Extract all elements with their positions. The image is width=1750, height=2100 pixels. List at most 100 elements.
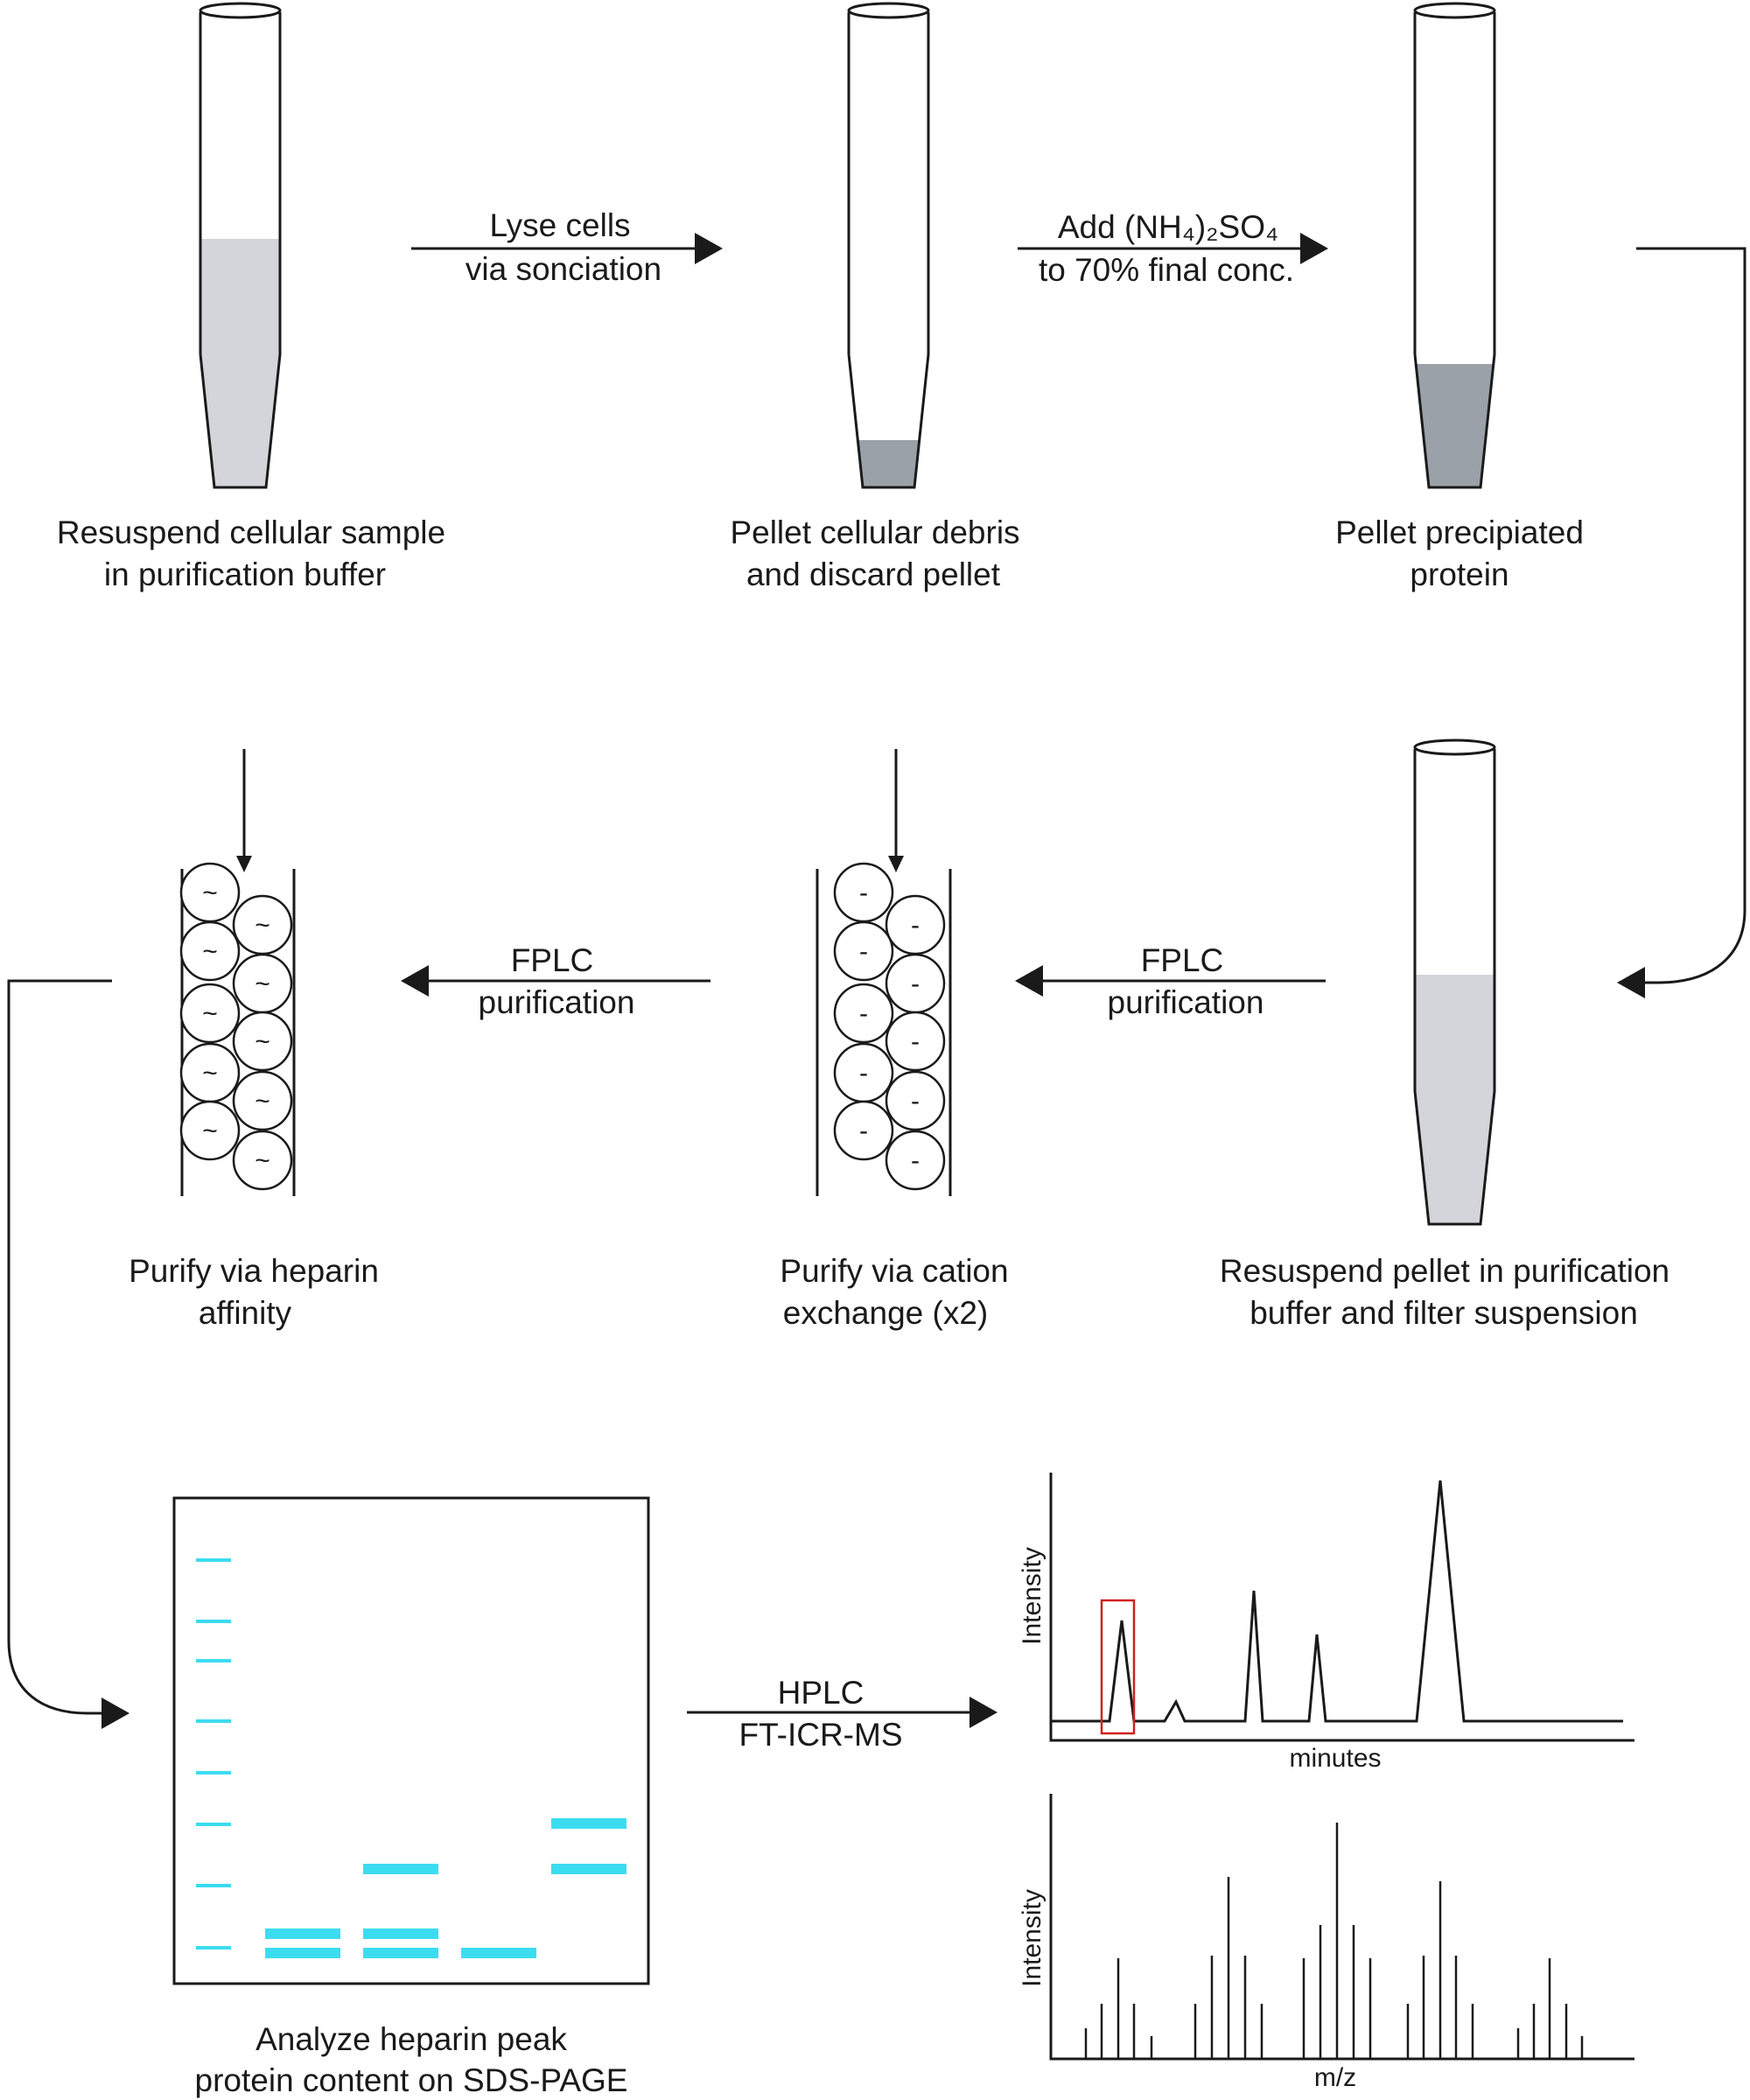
arrow-fplc-2: FPLC purification: [401, 942, 710, 1020]
tube-step1: [199, 2, 282, 489]
arrow-lyse: Lyse cells via sonciation: [411, 207, 723, 287]
bead-charge-symbol: ~: [202, 1116, 218, 1145]
sds-page-gel: [172, 1496, 650, 1985]
resin-bead: [833, 1100, 894, 1161]
resin-bead: [232, 1011, 293, 1072]
sample-band: [551, 1864, 626, 1874]
tube-outline: [847, 12, 930, 489]
mass-spectrum-plot: Intensity m/z: [1018, 1794, 1634, 2092]
ladder-band: [196, 1558, 231, 1562]
arrow-hplc: HPLC FT-ICR-MS: [687, 1675, 998, 1753]
bead-charge-symbol: ~: [202, 878, 218, 907]
caption-step4-line1: Resuspend pellet in purification: [1220, 1253, 1670, 1289]
spectrum-x-label: m/z: [1314, 2063, 1356, 2092]
caption-step3-line2: protein: [1410, 556, 1508, 592]
bead-charge-symbol: ~: [202, 937, 218, 966]
resin-bead: [232, 1130, 293, 1191]
resin-bead: [179, 983, 241, 1044]
highlighted-peak-box: [1100, 1599, 1136, 1735]
cation-beads: ----------: [833, 862, 946, 1191]
ladder-band: [196, 1659, 231, 1662]
ladder-band: [196, 1719, 231, 1723]
arrow-ammonium-label-2: to 70% final conc.: [1039, 252, 1294, 288]
bead-charge-symbol: -: [859, 878, 868, 907]
tube-rim: [1413, 738, 1496, 756]
bead-charge-symbol: ~: [255, 970, 270, 998]
arrow-fplc-2-label-1: FPLC: [511, 942, 594, 978]
sample-band: [461, 1948, 536, 1958]
resin-bead: [833, 983, 894, 1044]
caption-step1-line2: in purification buffer: [104, 556, 386, 592]
ladder-band: [196, 1823, 231, 1826]
bead-charge-symbol: ~: [255, 1027, 270, 1056]
sample-band: [363, 1864, 438, 1874]
arrow-lyse-label-1: Lyse cells: [489, 207, 630, 243]
bead-charge-symbol: -: [911, 970, 920, 998]
tube-outline: [1413, 12, 1496, 489]
connector-row2-to-row3: [7, 979, 130, 1729]
sample-band: [551, 1818, 626, 1829]
sample-band: [265, 1928, 340, 1939]
tube-step2: [847, 2, 930, 489]
tube-rim: [847, 2, 930, 19]
chromatogram-axes: [1049, 1473, 1634, 1742]
ladder-band: [196, 1884, 231, 1887]
caption-step7-line2: protein content on SDS-PAGE: [195, 2062, 628, 2098]
bead-charge-symbol: ~: [255, 1146, 270, 1175]
arrow-lyse-label-2: via sonciation: [466, 251, 662, 287]
tube-rim: [1413, 2, 1496, 19]
heparin-affinity-column: ~~~~~~~~~~: [179, 749, 296, 1196]
resin-bead: [885, 1070, 946, 1131]
bead-charge-symbol: -: [911, 911, 920, 940]
gel-frame: [172, 1496, 650, 1985]
sample-band: [363, 1948, 438, 1958]
resin-bead: [232, 1070, 293, 1131]
caption-step6-line1: Purify via heparin: [129, 1253, 379, 1289]
resin-bead: [179, 920, 241, 982]
tube-pellet: [849, 440, 928, 487]
connector-row1-to-row2: [1617, 247, 1746, 998]
gel-bands: [196, 1558, 626, 1958]
resin-bead: [885, 1130, 946, 1191]
bead-charge-symbol: ~: [202, 999, 218, 1028]
bead-charge-symbol: -: [911, 1027, 920, 1056]
caption-step5-line2: exchange (x2): [783, 1295, 988, 1331]
caption-step2-line2: and discard pellet: [746, 556, 1001, 592]
bead-charge-symbol: -: [859, 937, 868, 966]
arrow-fplc-1-label-1: FPLC: [1141, 942, 1224, 978]
spectrum-peaks: [1084, 1823, 1584, 2059]
caption-step2-line1: Pellet cellular debris: [730, 514, 1019, 550]
caption-step4-line2: buffer and filter suspension: [1250, 1295, 1638, 1331]
chromatogram-plot: Intensity minutes: [1018, 1473, 1634, 1773]
caption-step5-line1: Purify via cation: [780, 1253, 1008, 1289]
arrow-hplc-label-1: HPLC: [778, 1675, 864, 1711]
caption-step1-line1: Resuspend cellular sample: [57, 514, 445, 550]
tube-outline: [199, 12, 282, 489]
cation-exchange-column: ----------: [816, 749, 952, 1196]
arrow-fplc-1: FPLC purification: [1015, 942, 1326, 1020]
bead-charge-symbol: ~: [255, 1087, 270, 1116]
bead-charge-symbol: -: [859, 1116, 868, 1145]
caption-step6-line2: affinity: [199, 1295, 292, 1331]
arrow-ammonium-label-1: Add (NH₄)₂SO₄: [1058, 209, 1278, 245]
ladder-band: [196, 1946, 231, 1950]
sample-band: [363, 1928, 438, 1939]
tube-liquid: [1415, 975, 1494, 1224]
arrow-fplc-1-label-2: purification: [1108, 984, 1264, 1020]
caption-step3-line1: Pellet precipiated: [1335, 514, 1584, 550]
tube-liquid: [200, 239, 280, 487]
tube-rim: [199, 2, 282, 19]
bead-charge-symbol: ~: [202, 1059, 218, 1088]
spectrum-y-label: Intensity: [1018, 1889, 1046, 1987]
resin-bead: [179, 1100, 241, 1161]
tube-step3: [1413, 2, 1496, 489]
arrow-fplc-2-label-2: purification: [479, 984, 635, 1020]
bead-charge-symbol: -: [859, 999, 868, 1028]
arrow-ammonium-sulfate: Add (NH₄)₂SO₄ to 70% final conc.: [1018, 209, 1328, 288]
bead-charge-symbol: -: [859, 1059, 868, 1088]
tube-outline: [1413, 749, 1496, 1226]
caption-step7-line1: Analyze heparin peak: [256, 2021, 567, 2057]
heparin-beads: ~~~~~~~~~~: [179, 862, 293, 1191]
chromatogram-trace: [1051, 1480, 1623, 1723]
